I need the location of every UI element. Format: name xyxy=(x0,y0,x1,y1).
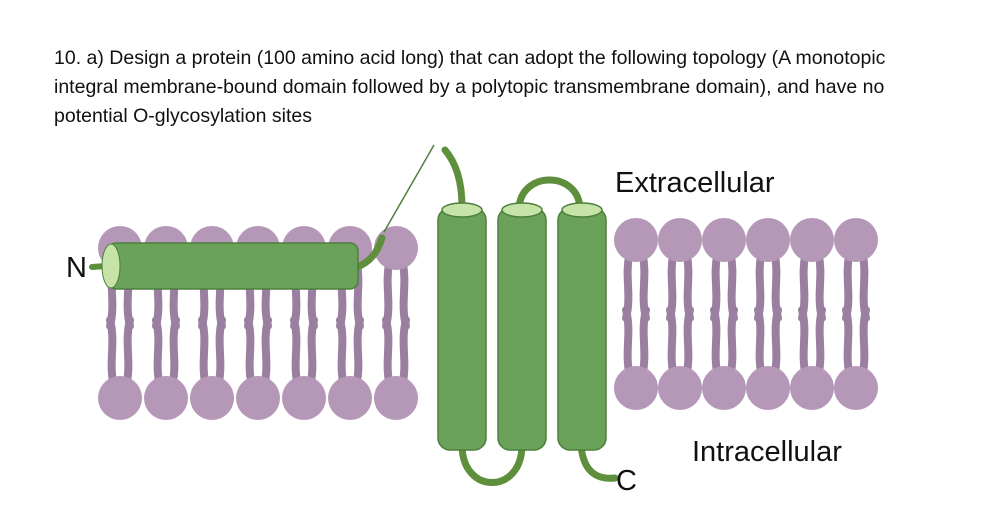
lipid-tail xyxy=(814,306,826,380)
extracellular-loop-2 xyxy=(515,176,584,214)
lipid-head xyxy=(614,218,658,262)
lipid-tail xyxy=(352,316,364,390)
lipid-tail xyxy=(710,306,722,380)
lipid-bilayer-right xyxy=(614,218,878,410)
lipid-tail xyxy=(798,306,810,380)
lipid-head xyxy=(614,366,658,410)
intracellular-loop-1 xyxy=(458,441,526,486)
lipid-tail xyxy=(770,306,782,380)
lipid-tail xyxy=(638,306,650,380)
lipid-tail xyxy=(198,316,210,390)
lipid-tail xyxy=(168,316,180,390)
lipid-head xyxy=(702,366,746,410)
lipid-tail xyxy=(726,306,738,380)
lipid-head xyxy=(328,376,372,420)
lipid-tail xyxy=(152,316,164,390)
extracellular-loop-1 xyxy=(441,146,466,211)
c-terminus-label: C xyxy=(616,465,637,497)
lipid-tail xyxy=(336,316,348,390)
lipid-head xyxy=(374,376,418,420)
lipid-head xyxy=(746,218,790,262)
lipid-tail xyxy=(622,306,634,380)
question-text: 10. a) Design a protein (100 amino acid … xyxy=(54,47,886,127)
n-terminus-label: N xyxy=(66,252,87,284)
lipid-tail xyxy=(290,316,302,390)
intracellular-label: Intracellular xyxy=(692,436,842,468)
lipid-tail xyxy=(244,316,256,390)
transmembrane-helix-3 xyxy=(557,202,607,451)
lipid-tail xyxy=(214,316,226,390)
lipid-head xyxy=(658,218,702,262)
lipid-head xyxy=(236,376,280,420)
lipid-tail xyxy=(306,316,318,390)
lipid-head xyxy=(98,376,142,420)
lipid-head xyxy=(658,366,702,410)
monotopic-helix xyxy=(101,242,359,290)
lipid-tail xyxy=(122,316,134,390)
lipid-head xyxy=(746,366,790,410)
lipid-head xyxy=(702,218,746,262)
lipid-head xyxy=(190,376,234,420)
lipid-head xyxy=(834,366,878,410)
lipid-tail xyxy=(858,306,870,380)
transmembrane-helix-1 xyxy=(437,202,487,451)
c-terminal-tail xyxy=(577,441,619,482)
lipid-head xyxy=(790,366,834,410)
lipid-tail xyxy=(666,306,678,380)
monotopic-linker xyxy=(351,234,386,272)
lipid-head xyxy=(144,376,188,420)
lipid-head xyxy=(282,376,326,420)
lipid-tail xyxy=(682,306,694,380)
lipid-tail xyxy=(260,316,272,390)
lipid-tail xyxy=(398,316,410,390)
lipid-head xyxy=(790,218,834,262)
lipid-tail xyxy=(382,316,394,390)
lipid-head xyxy=(834,218,878,262)
lipid-tail xyxy=(106,316,118,390)
extracellular-label: Extracellular xyxy=(615,167,775,199)
lipid-tail xyxy=(842,306,854,380)
transmembrane-helix-2 xyxy=(497,202,547,451)
lipid-tail xyxy=(754,306,766,380)
pointer-line xyxy=(383,144,435,233)
